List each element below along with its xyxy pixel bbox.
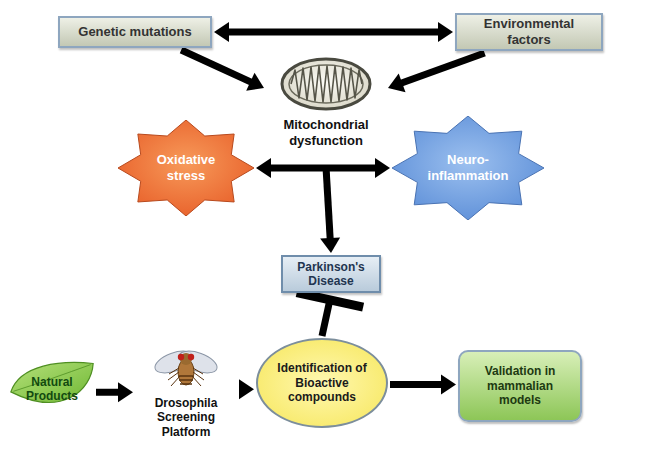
- mitochondria-node: Mitochondrial dysfunction: [266, 55, 386, 165]
- factor-box: Environmental factors: [455, 13, 603, 51]
- node-label: Parkinson's Disease: [289, 260, 373, 289]
- connector-line: [326, 167, 330, 240]
- arrow-head: [388, 73, 406, 92]
- result-ellipse: Identification of Bioactive compounds: [256, 338, 388, 428]
- arrow-head: [375, 158, 390, 178]
- connector-line: [390, 381, 443, 388]
- fruit-fly-illustration: [152, 347, 220, 386]
- node-label: Mitochondrial dysfunction: [266, 117, 386, 148]
- arrow-head: [246, 73, 264, 91]
- connector-line: [227, 29, 440, 36]
- arrow-connector: [320, 167, 340, 253]
- arrow-head: [441, 375, 456, 395]
- connector-line: [400, 53, 484, 84]
- arrow-head: [256, 158, 271, 178]
- node-label: Validation in mammalian models: [466, 364, 574, 407]
- mitochondrion-illustration: [282, 59, 370, 109]
- arrow-head: [320, 237, 340, 253]
- node-label: Identification of Bioactive compounds: [270, 361, 374, 404]
- arrow-connector: [388, 53, 485, 92]
- connector-line: [181, 50, 252, 83]
- arrow-head: [239, 379, 254, 399]
- arrow-connector: [390, 375, 456, 395]
- starburst-node: Neuro- inflammation: [392, 116, 544, 220]
- disease-box: Parkinson's Disease: [281, 255, 381, 293]
- arrow-head: [214, 22, 229, 42]
- arrow-connector: [239, 379, 254, 399]
- arrow-head: [438, 22, 453, 42]
- fly-node: Drosophila Screening Platform: [135, 348, 237, 443]
- inhibition-connector: [297, 293, 363, 336]
- node-label: Neuro- inflammation: [422, 152, 514, 183]
- factor-box: Genetic mutations: [58, 16, 212, 48]
- leaf-node: Natural Products: [10, 360, 94, 418]
- inhibition-bar: [297, 293, 363, 308]
- connector-line: [322, 301, 330, 336]
- arrow-connector: [181, 50, 264, 91]
- node-label: Genetic mutations: [78, 24, 191, 40]
- node-label: Environmental factors: [463, 16, 595, 47]
- arrow-connector: [214, 22, 453, 42]
- node-label: Natural Products: [18, 375, 86, 404]
- node-label: Oxidative stress: [148, 152, 224, 183]
- connector-line: [96, 389, 120, 396]
- validation-box: Validation in mammalian models: [458, 350, 582, 422]
- arrow-head: [118, 382, 133, 402]
- starburst-node: Oxidative stress: [118, 120, 254, 216]
- node-label: Drosophila Screening Platform: [135, 396, 237, 439]
- arrow-connector: [96, 382, 133, 402]
